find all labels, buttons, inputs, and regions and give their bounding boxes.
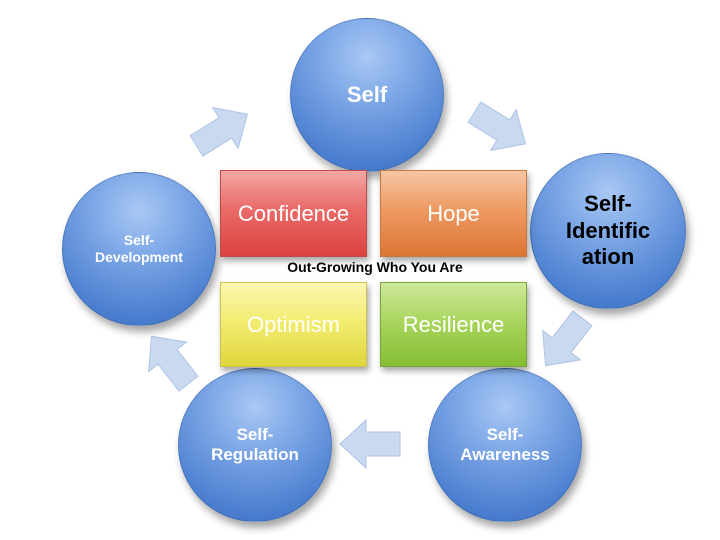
box-hope: Hope bbox=[380, 170, 527, 257]
box-hope-label: Hope bbox=[427, 200, 480, 226]
arrow-icon bbox=[184, 94, 260, 167]
arrow-icon bbox=[339, 418, 401, 470]
box-optimism: Optimism bbox=[220, 282, 367, 367]
box-resilience-label: Resilience bbox=[402, 311, 505, 337]
box-resilience: Resilience bbox=[380, 282, 527, 367]
arrow-icon bbox=[133, 322, 208, 399]
circle-self-regulation: Self- Regulation bbox=[178, 368, 332, 522]
circle-self: Self bbox=[290, 18, 444, 172]
arrow-icon bbox=[462, 92, 538, 165]
circle-self-identification: Self- Identific ation bbox=[530, 153, 686, 309]
circle-self-development: Self- Development bbox=[62, 172, 216, 326]
circle-self-development-label: Self- Development bbox=[95, 232, 183, 265]
box-confidence: Confidence bbox=[220, 170, 367, 257]
center-title: Out-Growing Who You Are bbox=[287, 259, 463, 275]
box-confidence-label: Confidence bbox=[237, 200, 350, 226]
circle-self-label: Self bbox=[346, 81, 388, 107]
circle-self-identification-label: Self- Identific ation bbox=[565, 191, 651, 270]
circle-self-regulation-label: Self- Regulation bbox=[211, 424, 299, 464]
circle-self-awareness-label: Self- Awareness bbox=[460, 424, 550, 464]
box-optimism-label: Optimism bbox=[247, 311, 340, 337]
circle-self-awareness: Self- Awareness bbox=[428, 368, 582, 522]
arrow-icon bbox=[527, 304, 602, 381]
